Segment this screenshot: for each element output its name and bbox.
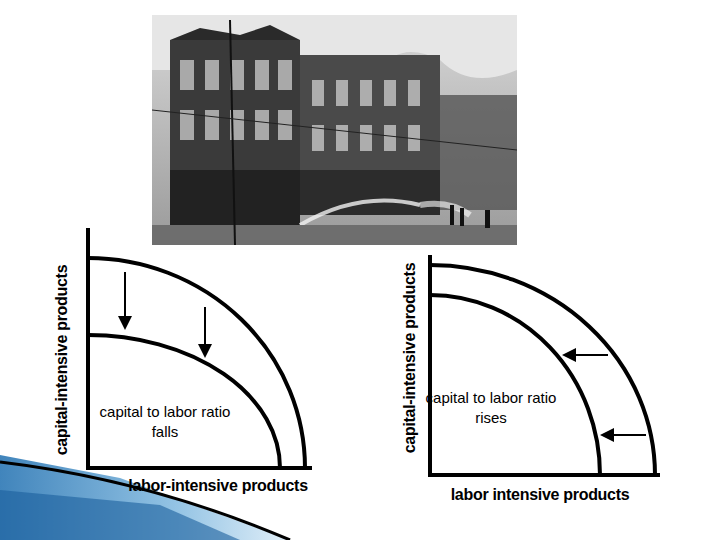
fire-photo <box>152 15 517 245</box>
right-ppf <box>428 255 660 477</box>
y-axis-label: capital-intensive products <box>53 265 71 455</box>
shift-note: capital to labor ratio rises <box>421 388 561 428</box>
x-axis-label: labor intensive products <box>451 486 630 504</box>
shift-note: capital to labor ratio falls <box>95 402 235 442</box>
left-ppf <box>86 228 312 470</box>
shift-arrows-down <box>118 272 212 358</box>
shift-arrows-left <box>562 348 646 442</box>
x-axis-label: labor-intensive products <box>128 477 308 495</box>
y-axis-label: capital-intensive products <box>401 263 419 453</box>
